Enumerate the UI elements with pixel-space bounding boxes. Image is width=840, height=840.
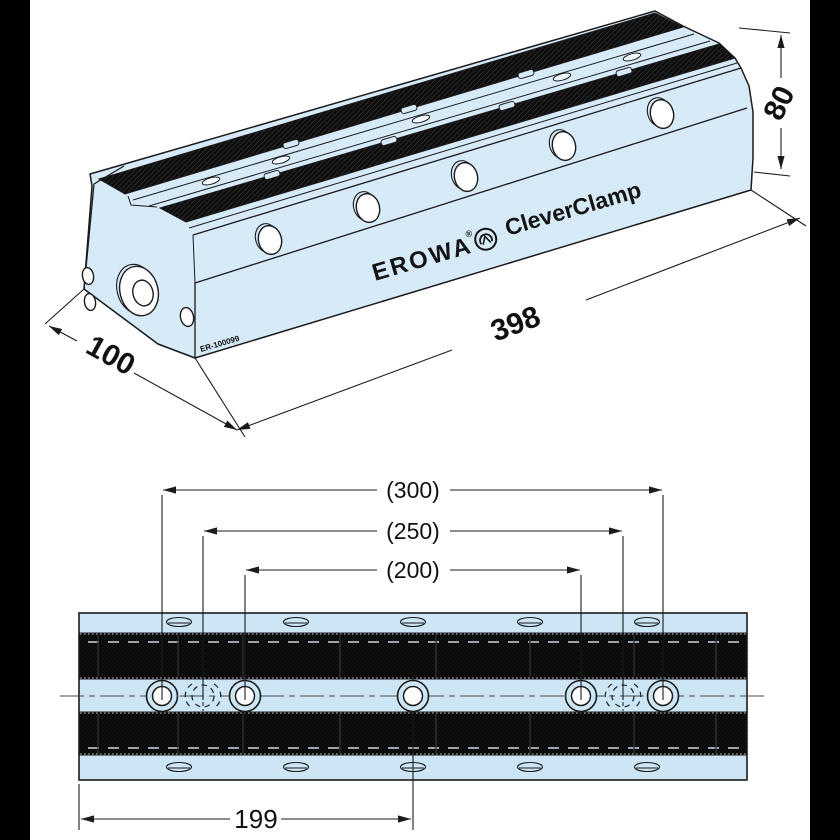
dim-200-label: (200) xyxy=(386,557,440,583)
end-face-small-hole xyxy=(81,266,95,286)
pad-segment-dividers xyxy=(97,634,717,754)
end-face-edges xyxy=(83,165,196,359)
clamping-strip-near xyxy=(158,43,737,223)
t-slot-groove xyxy=(132,33,711,207)
extension-lines xyxy=(161,495,664,700)
chamfer-holes xyxy=(254,97,675,256)
dim-250-label: (250) xyxy=(386,518,440,544)
end-face-small-hole xyxy=(83,292,97,312)
dim-offset-199: 199 xyxy=(78,714,414,834)
erowa-logo-icon xyxy=(474,227,498,251)
strip-slots xyxy=(263,66,633,181)
front-side-hole xyxy=(179,306,195,328)
dim-span-300: (300) xyxy=(162,477,663,503)
friction-strip-upper xyxy=(78,632,748,680)
oval-slot-row-top xyxy=(165,616,661,628)
clamping-strip-far xyxy=(97,12,685,195)
end-face-holes xyxy=(81,263,195,328)
dim-span-250: (250) xyxy=(203,518,623,544)
dim-300-label: (300) xyxy=(386,477,440,503)
mounting-hole xyxy=(396,677,430,715)
right-frame-bar xyxy=(810,0,840,840)
left-frame-bar xyxy=(0,0,30,840)
registered-mark: ® xyxy=(464,228,474,240)
plan-view: (300) (250) (200) 199 xyxy=(60,477,766,834)
dim-199-label: 199 xyxy=(234,804,277,834)
dim-span-200: (200) xyxy=(245,557,581,583)
groove-mounting-holes xyxy=(201,52,642,186)
long-edges xyxy=(188,62,748,284)
